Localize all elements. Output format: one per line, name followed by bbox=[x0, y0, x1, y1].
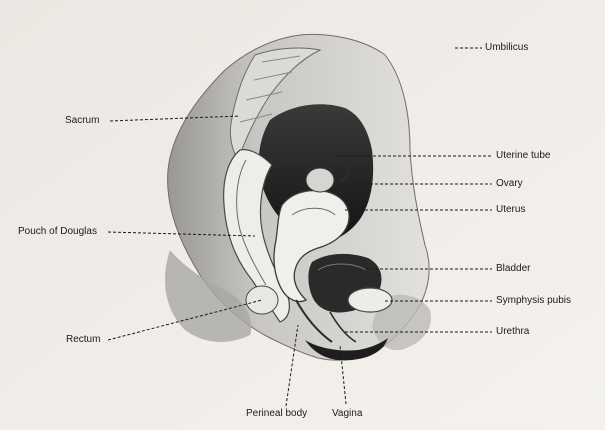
label-sacrum: Sacrum bbox=[65, 115, 99, 127]
label-bladder: Bladder bbox=[496, 263, 530, 275]
label-uterus: Uterus bbox=[496, 204, 525, 216]
label-uterine-tube: Uterine tube bbox=[496, 150, 550, 162]
label-urethra: Urethra bbox=[496, 326, 529, 338]
rectal-ampulla bbox=[246, 286, 278, 314]
label-pouch-of-douglas: Pouch of Douglas bbox=[18, 226, 97, 238]
label-perineal-body: Perineal body bbox=[246, 408, 307, 420]
label-symphysis-pubis: Symphysis pubis bbox=[496, 295, 571, 307]
label-vagina: Vagina bbox=[332, 408, 362, 420]
symphysis-shape bbox=[348, 288, 392, 312]
label-rectum: Rectum bbox=[66, 334, 100, 346]
label-ovary: Ovary bbox=[496, 178, 523, 190]
label-umbilicus: Umbilicus bbox=[485, 42, 528, 54]
ovary-shape bbox=[306, 168, 334, 192]
